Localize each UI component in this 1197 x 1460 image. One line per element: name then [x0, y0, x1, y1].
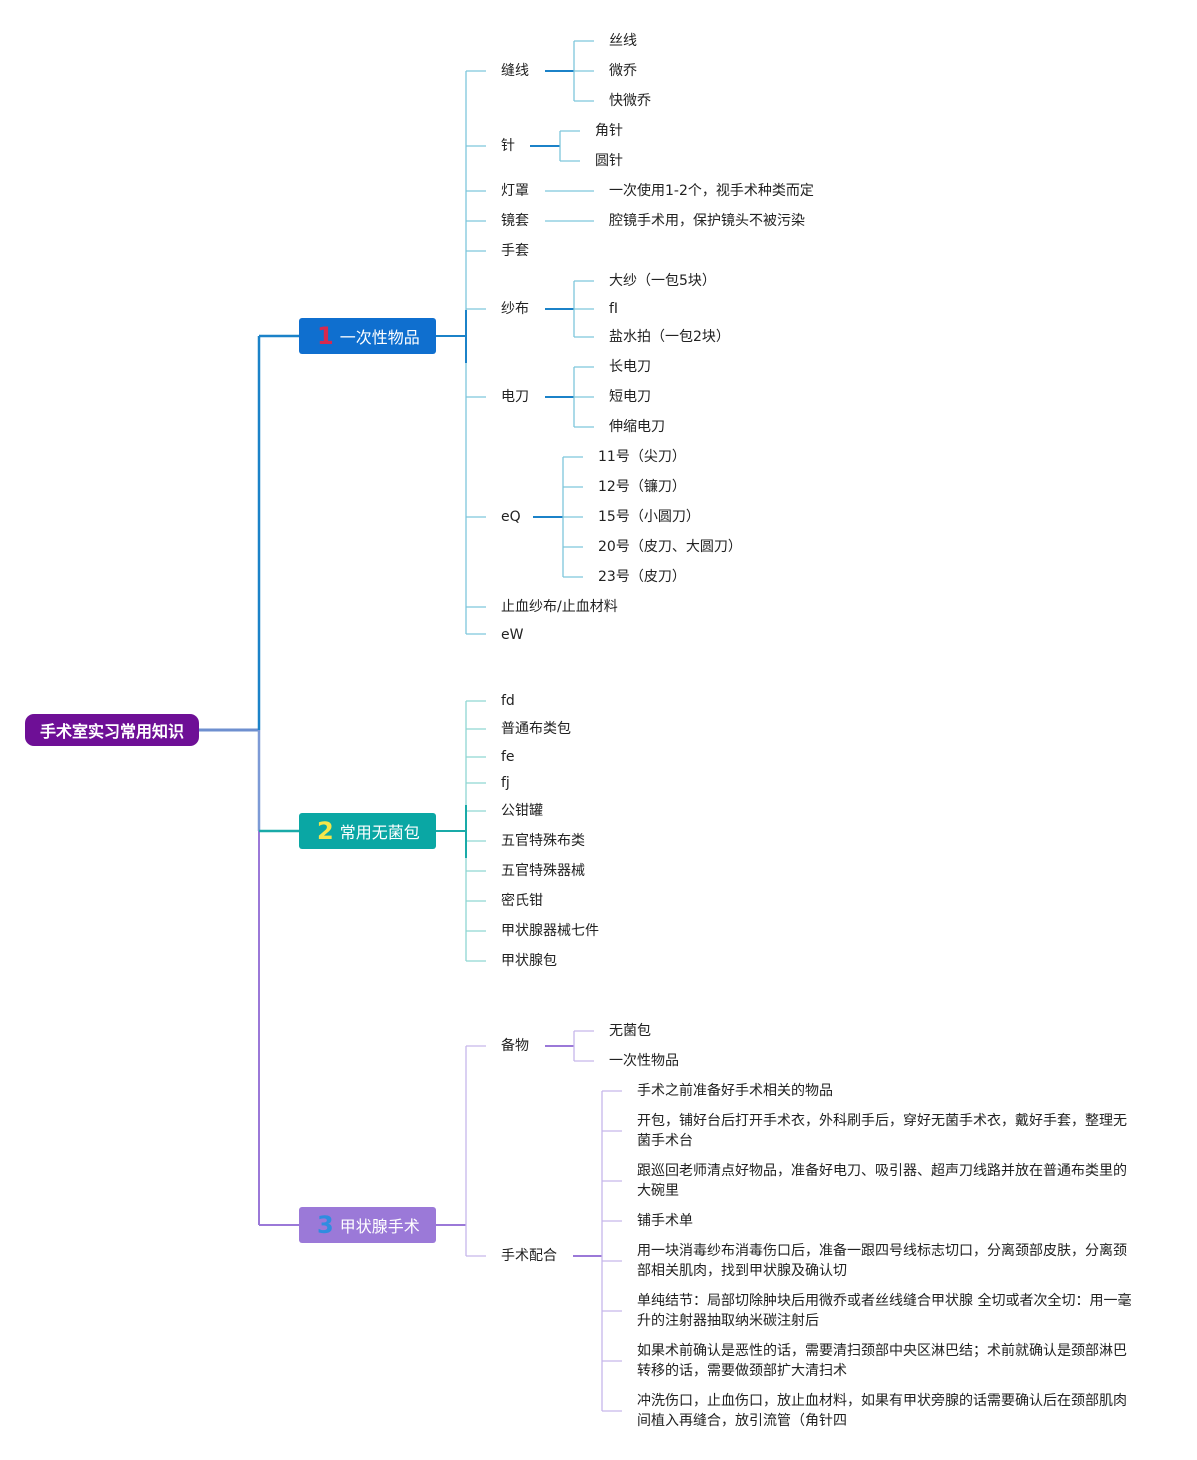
leaf-step[interactable]: 开包，铺好台后打开手术衣，外科刷手后，穿好无菌手术衣，戴好手套，整理无菌手术台 — [637, 1113, 1127, 1149]
leaf-blade[interactable]: 12号（镰刀） — [598, 479, 686, 495]
leaf-sterile-pack[interactable]: 密氏钳 — [501, 893, 543, 909]
topic-gauze[interactable]: 纱布 — [501, 301, 529, 317]
leaf-electrosurgical[interactable]: 伸缩电刀 — [609, 419, 665, 435]
leaf-suture[interactable]: 丝线 — [609, 33, 637, 49]
branch-label: 一次性物品 — [339, 328, 420, 347]
branch-label: 甲状腺手术 — [339, 1217, 420, 1236]
leaf-sterile-pack[interactable]: fe — [501, 749, 515, 765]
topic-hemostatic[interactable]: 止血纱布/止血材料 — [501, 599, 618, 615]
number-1-icon: 1 — [317, 322, 334, 350]
leaf-sterile-pack[interactable]: 五官特殊布类 — [501, 833, 585, 849]
leaf-sterile-pack[interactable]: 甲状腺器械七件 — [501, 923, 599, 939]
leaf-suture[interactable]: 微乔 — [609, 63, 637, 79]
branch-label: 常用无菌包 — [339, 823, 420, 842]
leaf-step[interactable]: 跟巡回老师清点好物品，准备好电刀、吸引器、超声刀线路并放在普通布类里的大碗里 — [637, 1163, 1127, 1199]
leaf-sterile-pack[interactable]: 公钳罐 — [501, 803, 543, 819]
leaf-sleeve-note[interactable]: 腔镜手术用，保护镜头不被污染 — [609, 213, 805, 229]
leaf-sterile-pack[interactable]: 普通布类包 — [501, 721, 571, 737]
topic-blades[interactable]: eQ — [501, 509, 521, 525]
leaf-sterile-pack[interactable]: 甲状腺包 — [501, 953, 557, 969]
leaf-lampshade-note[interactable]: 一次使用1-2个，视手术种类而定 — [609, 183, 814, 199]
leaf-blade[interactable]: 23号（皮刀） — [598, 569, 686, 585]
topic-scope-sleeve[interactable]: 镜套 — [501, 213, 529, 229]
topic-sutures[interactable]: 缝线 — [501, 63, 529, 79]
leaf-blade[interactable]: 11号（尖刀） — [598, 449, 686, 465]
leaf-step[interactable]: 单纯结节：局部切除肿块后用微乔或者丝线缝合甲状腺 全切或者次全切：用一毫升的注射… — [637, 1293, 1132, 1329]
leaf-blade[interactable]: 15号（小圆刀） — [598, 509, 700, 525]
topic-needles[interactable]: 针 — [501, 138, 515, 154]
branch-disposables[interactable]: 1 一次性物品 — [299, 318, 436, 354]
topic-lampshade[interactable]: 灯罩 — [501, 183, 529, 199]
leaf-step[interactable]: 铺手术单 — [637, 1213, 693, 1229]
topic-gloves[interactable]: 手套 — [501, 243, 529, 259]
leaf-needle[interactable]: 圆针 — [595, 153, 623, 169]
leaf-step[interactable]: 冲洗伤口，止血伤口，放止血材料，如果有甲状旁腺的话需要确认后在颈部肌肉间植入再缝… — [637, 1393, 1127, 1429]
leaf-electrosurgical[interactable]: 短电刀 — [609, 389, 651, 405]
leaf-sterile-pack[interactable]: fd — [501, 693, 515, 709]
leaf-blade[interactable]: 20号（皮刀、大圆刀） — [598, 539, 742, 555]
leaf-step[interactable]: 用一块消毒纱布消毒伤口后，准备一跟四号线标志切口，分离颈部皮肤，分离颈部相关肌肉… — [637, 1243, 1127, 1279]
topic-electrosurgical[interactable]: 电刀 — [501, 389, 529, 405]
leaf-prep[interactable]: 一次性物品 — [609, 1053, 679, 1069]
topic-item-ew[interactable]: eW — [501, 627, 524, 643]
leaf-gauze[interactable]: 大纱（一包5块） — [609, 273, 716, 289]
leaf-needle[interactable]: 角针 — [595, 123, 623, 139]
branch-thyroid-surgery[interactable]: 3 甲状腺手术 — [299, 1207, 436, 1243]
topic-preparation[interactable]: 备物 — [501, 1038, 529, 1054]
number-2-icon: 2 — [317, 817, 334, 845]
branch-sterile-packs[interactable]: 2 常用无菌包 — [299, 813, 436, 849]
leaf-electrosurgical[interactable]: 长电刀 — [609, 359, 651, 375]
leaf-step[interactable]: 如果术前确认是恶性的话，需要清扫颈部中央区淋巴结；术前就确认是颈部淋巴转移的话，… — [637, 1343, 1127, 1379]
leaf-gauze[interactable]: fI — [609, 301, 619, 317]
leaf-gauze[interactable]: 盐水拍（一包2块） — [609, 329, 730, 345]
root-topic[interactable]: 手术室实习常用知识 — [25, 714, 199, 746]
leaf-suture[interactable]: 快微乔 — [609, 93, 651, 109]
leaf-prep[interactable]: 无菌包 — [609, 1023, 651, 1039]
leaf-sterile-pack[interactable]: 五官特殊器械 — [501, 863, 585, 879]
leaf-step[interactable]: 手术之前准备好手术相关的物品 — [637, 1083, 833, 1099]
topic-surgical-assist[interactable]: 手术配合 — [501, 1248, 557, 1264]
number-3-icon: 3 — [317, 1211, 334, 1239]
leaf-sterile-pack[interactable]: fj — [501, 775, 510, 791]
